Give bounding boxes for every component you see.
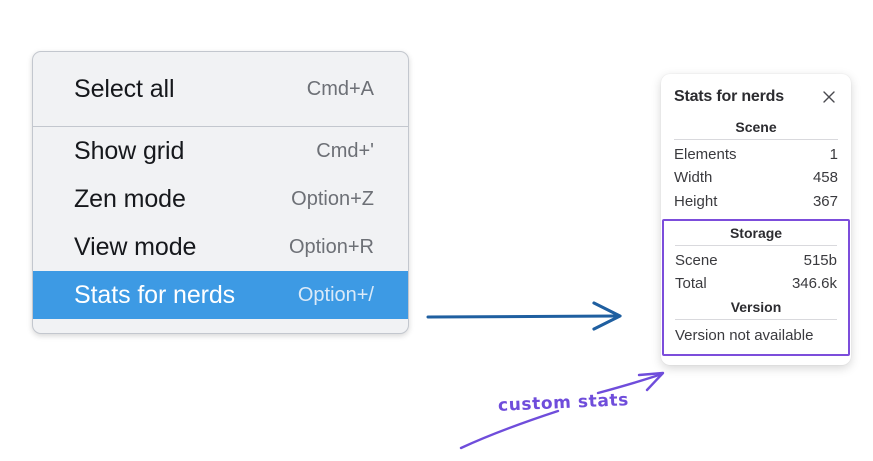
stat-key: Total: [675, 275, 707, 292]
version-value: Version not available: [675, 327, 814, 345]
stat-key: Height: [674, 192, 718, 210]
menu-divider: [33, 126, 408, 127]
context-menu[interactable]: Select all Cmd+A Show grid Cmd+' Zen mod…: [32, 51, 409, 334]
stat-row-height: Height 367: [674, 190, 838, 213]
storage-section: Storage Scene 515b Total 346.6k: [675, 221, 837, 296]
scene-divider: [674, 139, 838, 140]
menu-item-show-grid[interactable]: Show grid Cmd+': [33, 127, 408, 175]
annotation-handwritten-label: custom stats: [497, 390, 630, 416]
menu-item-stats-for-nerds[interactable]: Stats for nerds Option+/: [33, 271, 408, 319]
menu-item-shortcut: Cmd+': [316, 139, 374, 162]
menu-group-2: Show grid Cmd+' Zen mode Option+Z View m…: [33, 127, 408, 319]
stats-panel-title: Stats for nerds: [674, 88, 784, 105]
custom-stats-highlight-box: Storage Scene 515b Total 346.6k Version …: [662, 218, 850, 356]
menu-item-label: Select all: [74, 74, 175, 103]
stat-value: 515b: [803, 251, 837, 269]
stat-value: 367: [812, 192, 838, 210]
storage-divider: [675, 244, 837, 246]
stat-row-width: Width 458: [674, 166, 838, 189]
annotation-arrow-to-version-icon: [596, 371, 665, 395]
close-icon[interactable]: [820, 88, 838, 106]
stat-key: Scene: [675, 251, 718, 269]
menu-group-1: Select all Cmd+A: [33, 65, 408, 113]
stat-row-storage-total: Total 346.6k: [675, 272, 837, 295]
stat-key: Elements: [674, 146, 737, 163]
stat-value: 1: [829, 146, 838, 163]
version-section: Version Version not available: [675, 295, 837, 349]
flow-arrow-icon: [426, 301, 622, 331]
stat-value: 346.6k: [791, 275, 837, 292]
menu-item-zen-mode[interactable]: Zen mode Option+Z: [33, 175, 408, 223]
scene-section: Scene Elements 1 Width 458 Height 367: [661, 114, 851, 213]
menu-item-shortcut: Cmd+A: [306, 77, 374, 100]
menu-item-select-all[interactable]: Select all Cmd+A: [33, 65, 408, 113]
annotation-underline-stroke-icon: [459, 409, 560, 450]
stat-value: 458: [812, 169, 838, 187]
menu-bottom-padding: [33, 319, 408, 333]
stats-for-nerds-panel[interactable]: Stats for nerds Scene Elements 1 Width 4…: [661, 74, 851, 365]
version-divider: [675, 319, 837, 321]
menu-item-shortcut: Option+/: [297, 283, 374, 306]
stat-row-elements: Elements 1: [674, 143, 838, 166]
menu-item-view-mode[interactable]: View mode Option+R: [33, 223, 408, 271]
menu-top-padding: [33, 52, 408, 65]
menu-item-shortcut: Option+Z: [291, 187, 374, 210]
stat-row-storage-scene: Scene 515b: [675, 249, 837, 272]
menu-item-shortcut: Option+R: [288, 235, 374, 258]
scene-heading: Scene: [735, 119, 777, 135]
menu-item-label: Show grid: [74, 136, 185, 165]
version-heading: Version: [730, 299, 782, 316]
stats-panel-header: Stats for nerds: [661, 74, 851, 114]
menu-item-label: Zen mode: [74, 184, 186, 213]
menu-item-label: View mode: [74, 232, 197, 261]
menu-item-label: Stats for nerds: [74, 280, 236, 309]
storage-heading: Storage: [729, 224, 783, 241]
stat-key: Width: [674, 169, 713, 187]
